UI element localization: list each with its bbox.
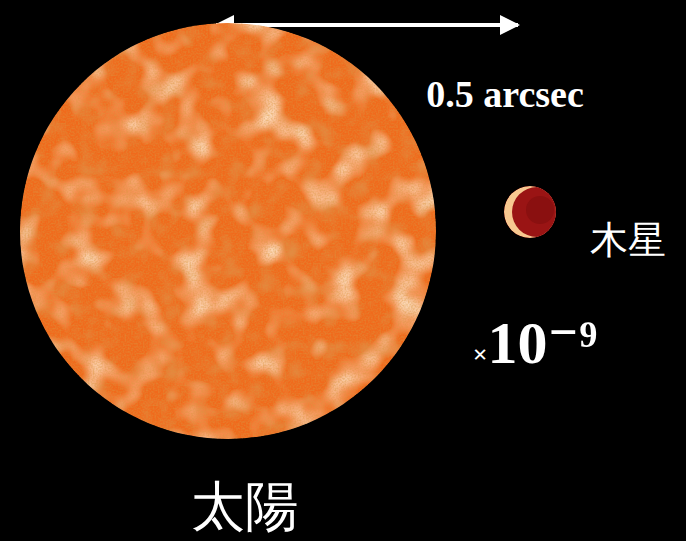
jupiter-disk xyxy=(504,186,562,238)
scale-label: 0.5 arcsec xyxy=(426,75,584,113)
planet-label: 木星 xyxy=(590,221,666,259)
sun-disk xyxy=(20,23,436,439)
brightness-ratio: ×10⁻⁹ xyxy=(473,313,598,373)
star-label: 太陽 xyxy=(191,480,299,534)
